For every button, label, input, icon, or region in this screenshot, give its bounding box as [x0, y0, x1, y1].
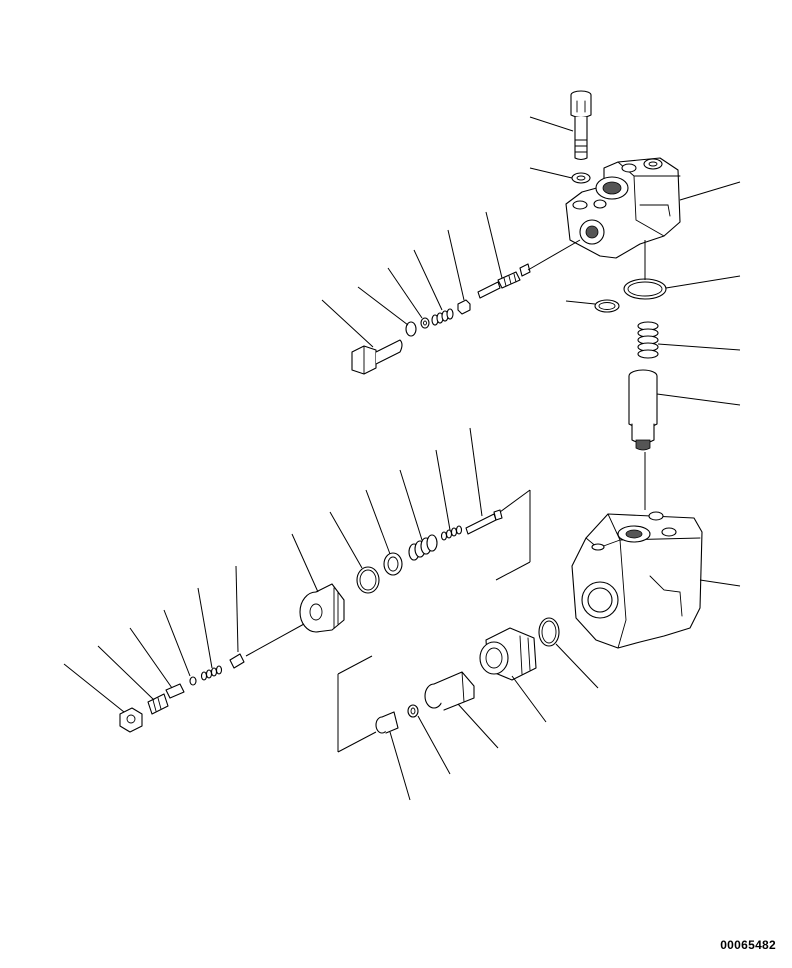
leader-cap-screw — [529, 116, 574, 132]
bracket-upper-c — [495, 561, 531, 581]
seal-ring — [405, 321, 417, 337]
leader-small-washer — [387, 267, 423, 319]
bracket-lower-a — [337, 655, 373, 675]
axis-needle-cover — [527, 239, 581, 271]
spring-main — [408, 534, 438, 561]
spring-tiny — [200, 665, 223, 681]
piston-sleeve — [424, 671, 475, 711]
leader-seal-ring — [357, 286, 409, 326]
pilot-pin — [465, 509, 503, 535]
o-ring-body — [538, 617, 560, 647]
cap-screw — [570, 90, 592, 161]
backup-ring — [383, 552, 403, 576]
leader-plug-bolt — [321, 299, 374, 348]
leader-poppet — [235, 565, 239, 653]
leader-pilot-pin — [469, 427, 483, 517]
leader-relief-housing — [291, 533, 319, 593]
poppet — [229, 653, 245, 669]
adjust-sleeve — [147, 693, 169, 715]
leader-sleeve-nut — [511, 675, 547, 723]
ball — [189, 676, 197, 686]
nut-small — [457, 299, 471, 315]
leader-valve-body — [699, 579, 741, 587]
spring-pilot — [440, 525, 463, 541]
leader-spring-tiny — [197, 587, 213, 669]
valve-cover — [565, 157, 681, 259]
plug-bolt — [351, 339, 403, 375]
bracket-lower-c — [337, 731, 377, 753]
spring-large — [637, 321, 659, 359]
leader-o-ring-body — [555, 643, 599, 689]
valve-body — [571, 511, 703, 649]
leader-o-ring-relief — [329, 511, 363, 569]
leader-spool — [656, 393, 741, 406]
o-ring-small — [594, 299, 620, 313]
bracket-upper-a — [499, 489, 531, 513]
o-ring-relief — [356, 566, 380, 594]
leader-spring-main — [399, 469, 423, 541]
leader-washer — [529, 167, 573, 179]
leader-spring-pilot — [435, 449, 451, 531]
figure-code: 00065482 — [720, 938, 776, 952]
needle-valve — [477, 263, 531, 299]
leader-o-ring-small — [565, 300, 596, 305]
sleeve-nut — [479, 627, 537, 681]
spring-small — [431, 308, 454, 326]
leader-adjust-screw — [129, 627, 173, 689]
adjust-screw — [165, 683, 185, 699]
leader-ball — [163, 609, 191, 677]
relief-housing — [299, 583, 345, 633]
leader-needle-valve — [485, 211, 503, 279]
lock-nut — [119, 707, 143, 733]
leader-backup-ring — [365, 489, 391, 555]
seat-ring — [407, 704, 419, 718]
leader-check-plug — [389, 731, 411, 801]
check-plug — [375, 711, 399, 734]
spool — [628, 369, 658, 451]
leader-lock-nut — [63, 663, 125, 713]
leader-spring-small — [413, 249, 443, 311]
leader-adjust-sleeve — [97, 645, 155, 701]
leader-piston-sleeve — [457, 703, 499, 749]
small-washer — [420, 317, 430, 329]
axis-relief — [245, 623, 305, 657]
leader-o-ring-large — [665, 275, 741, 289]
washer — [571, 172, 591, 184]
leader-spring-large — [657, 343, 741, 351]
o-ring-large — [623, 278, 667, 300]
leader-seat-ring — [417, 715, 451, 775]
leader-nut-small — [447, 229, 465, 301]
leader-valve-cover — [679, 181, 741, 201]
